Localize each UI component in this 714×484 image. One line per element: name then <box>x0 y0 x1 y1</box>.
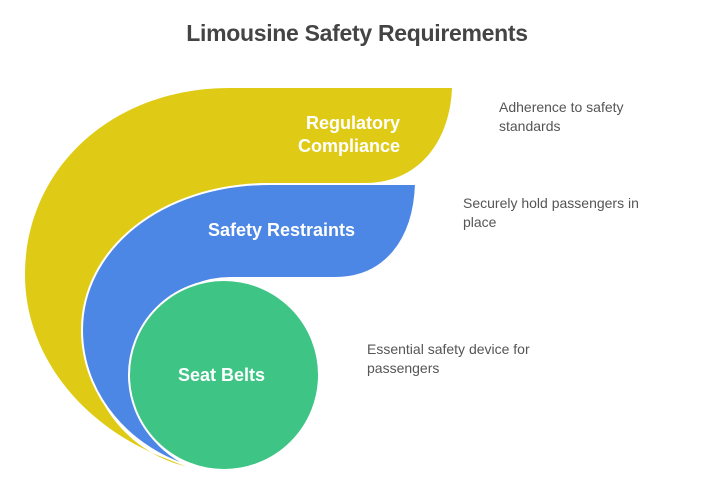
restraints-desc-line2: place <box>463 214 497 230</box>
regulatory-desc-line2: standards <box>499 118 561 134</box>
seat-belts-shape <box>128 279 320 471</box>
regulatory-label-line1: Regulatory <box>305 113 400 133</box>
regulatory-label-line2: Compliance <box>297 136 400 156</box>
regulatory-compliance-label: Regulatory Compliance <box>280 112 400 158</box>
seat-belts-description: Essential safety device for passengers <box>367 340 530 378</box>
restraints-desc-line1: Securely hold passengers in <box>463 195 639 211</box>
regulatory-compliance-description: Adherence to safety standards <box>499 98 624 136</box>
page-title: Limousine Safety Requirements <box>186 20 528 46</box>
regulatory-desc-line1: Adherence to safety <box>499 99 624 115</box>
seatbelts-desc-line2: passengers <box>367 360 440 376</box>
seat-belts-label: Seat Belts <box>178 365 266 385</box>
safety-restraints-description: Securely hold passengers in place <box>463 194 639 232</box>
seatbelts-desc-line1: Essential safety device for <box>367 341 530 357</box>
safety-restraints-label: Safety Restraints <box>208 220 356 240</box>
